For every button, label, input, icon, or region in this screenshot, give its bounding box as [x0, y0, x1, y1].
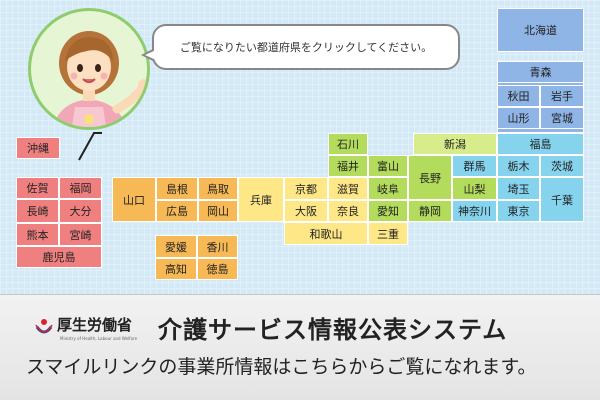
- pref-okayama[interactable]: 岡山: [198, 200, 238, 222]
- pref-nara[interactable]: 奈良: [328, 200, 368, 222]
- speech-bubble: ご覧になりたい都道府県をクリックしてください。: [152, 24, 460, 70]
- pref-niigata[interactable]: 新潟: [413, 133, 497, 155]
- woman-avatar-icon: [53, 31, 147, 127]
- pref-nagano[interactable]: 長野: [408, 155, 452, 200]
- pref-toyama[interactable]: 富山: [368, 155, 408, 177]
- caregiver-illustration: [28, 8, 150, 130]
- pref-fukushima[interactable]: 福島: [497, 133, 584, 155]
- pref-tochigi[interactable]: 栃木: [497, 155, 540, 177]
- pref-ehime[interactable]: 愛媛: [155, 235, 197, 258]
- pref-kumamoto[interactable]: 熊本: [16, 223, 59, 246]
- pref-kagawa[interactable]: 香川: [197, 235, 238, 258]
- pref-nagasaki[interactable]: 長崎: [16, 199, 59, 223]
- okinawa-divider: [78, 132, 102, 161]
- pref-tokyo[interactable]: 東京: [497, 200, 540, 222]
- pref-yamaguchi[interactable]: 山口: [112, 177, 156, 222]
- pref-kyoto[interactable]: 京都: [284, 177, 328, 200]
- pref-aichi[interactable]: 愛知: [368, 200, 408, 222]
- speech-bubble-tail-inner: [145, 50, 156, 60]
- system-title[interactable]: 介護サービス情報公表システム: [158, 315, 508, 344]
- pref-fukuoka[interactable]: 福岡: [59, 177, 102, 199]
- pref-wakayama[interactable]: 和歌山: [284, 222, 368, 245]
- pref-iwate[interactable]: 岩手: [540, 85, 584, 107]
- pref-tokushima[interactable]: 徳島: [197, 258, 238, 280]
- pref-akita[interactable]: 秋田: [497, 85, 540, 107]
- mhlw-logo-icon: [35, 319, 53, 334]
- pref-saga[interactable]: 佐賀: [16, 177, 59, 199]
- pref-hiroshima[interactable]: 広島: [156, 200, 198, 222]
- pref-kochi[interactable]: 高知: [155, 258, 197, 280]
- pref-chiba[interactable]: 千葉: [540, 177, 584, 222]
- footer-banner[interactable]: [0, 294, 600, 400]
- pref-shiga[interactable]: 滋賀: [328, 177, 368, 200]
- ministry-name: 厚生労働省: [57, 316, 133, 334]
- pref-kagoshima[interactable]: 鹿児島: [16, 246, 102, 268]
- pref-gifu[interactable]: 岐阜: [368, 177, 408, 200]
- pref-saitama[interactable]: 埼玉: [497, 177, 540, 200]
- pref-ibaraki[interactable]: 茨城: [540, 155, 584, 177]
- pref-yamagata[interactable]: 山形: [497, 107, 540, 129]
- pref-yamanashi[interactable]: 山梨: [452, 177, 497, 200]
- pref-osaka[interactable]: 大阪: [284, 200, 328, 222]
- pref-aomori[interactable]: 青森: [497, 61, 584, 83]
- pref-kanagawa[interactable]: 神奈川: [452, 200, 497, 222]
- pref-okinawa[interactable]: 沖縄: [16, 137, 60, 159]
- system-subtitle[interactable]: スマイルリンクの事業所情報はこちらからご覧になれます。: [26, 356, 537, 378]
- pref-fukui[interactable]: 福井: [328, 155, 368, 177]
- pref-tottori[interactable]: 鳥取: [198, 177, 238, 200]
- ministry-name-en: Ministry of Health, Labour and Welfare: [60, 336, 138, 341]
- pref-mie[interactable]: 三重: [368, 222, 408, 245]
- pref-shimane[interactable]: 島根: [156, 177, 198, 200]
- pref-oita[interactable]: 大分: [59, 199, 102, 223]
- pref-hyogo[interactable]: 兵庫: [238, 177, 284, 222]
- pref-miyagi[interactable]: 宮城: [540, 107, 584, 129]
- pref-gunma[interactable]: 群馬: [452, 155, 497, 177]
- pref-ishikawa[interactable]: 石川: [328, 133, 368, 155]
- pref-miyazaki[interactable]: 宮崎: [59, 223, 102, 246]
- pref-shizuoka[interactable]: 静岡: [408, 200, 452, 222]
- pref-hokkaido[interactable]: 北海道: [497, 8, 584, 52]
